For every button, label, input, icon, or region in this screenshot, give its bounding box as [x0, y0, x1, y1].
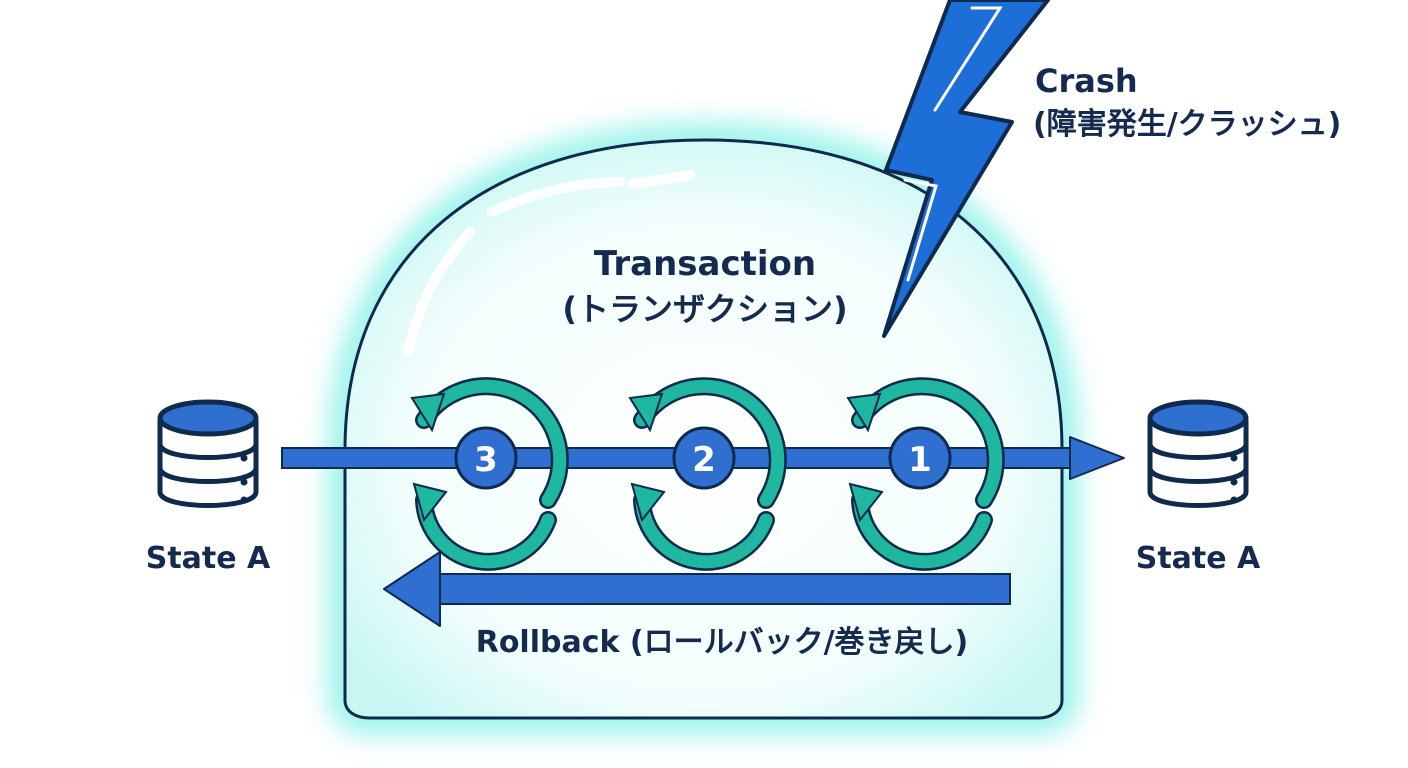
cycle-arrows-icon: [410, 377, 569, 571]
database-icon: [1147, 399, 1249, 508]
rollback-label: Rollback (ロールバック/巻き戻し): [476, 625, 969, 660]
bubble-highlight: [403, 227, 475, 357]
rollback-arrow: [383, 551, 1011, 627]
step-circle: [672, 426, 736, 490]
step-2: 2: [628, 377, 787, 571]
database-icon-right: [1147, 399, 1249, 508]
transaction-title: Transaction: [594, 244, 816, 284]
crash-subtitle: (障害発生/クラッシュ): [1033, 107, 1341, 142]
lightning-bolt-icon: [882, 0, 1050, 338]
bubble-highlight-arc: [487, 177, 625, 217]
bubble-highlight-dash: [627, 170, 695, 189]
cycle-arrows-icon: [628, 377, 787, 571]
step-number: 3: [474, 440, 498, 480]
cycle-arrows-icon: [846, 377, 1005, 571]
step-1: 1: [846, 377, 1005, 571]
crash-title: Crash: [1035, 62, 1138, 100]
state-left-label: State A: [146, 541, 271, 576]
step-3: 3: [410, 377, 569, 571]
step-circle: [888, 426, 952, 490]
step-circle: [454, 426, 518, 490]
database-icon: [157, 399, 259, 508]
state-right-label: State A: [1136, 541, 1261, 576]
step-number: 2: [692, 440, 716, 480]
transaction-subtitle: (トランザクション): [562, 290, 847, 328]
step-number: 1: [908, 440, 932, 480]
database-icon-left: [157, 399, 259, 508]
